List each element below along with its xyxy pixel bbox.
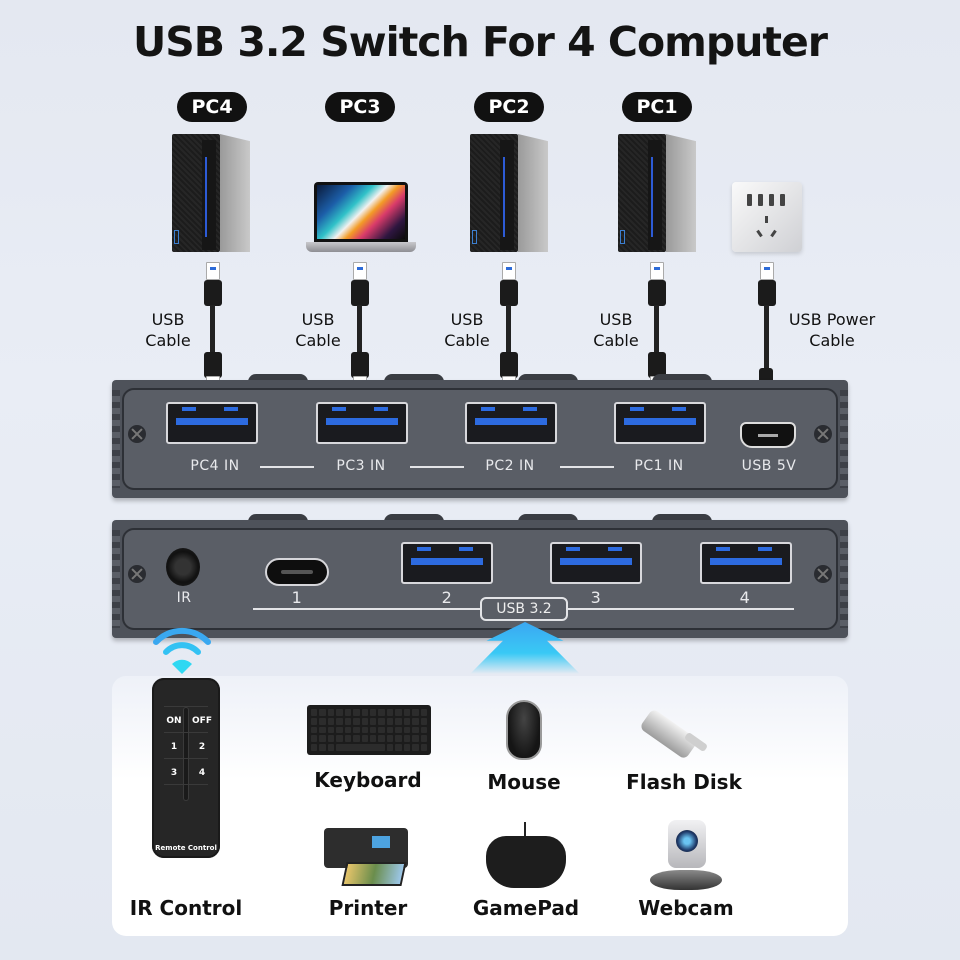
remote-4-button: 4	[198, 768, 206, 778]
wifi-signal-icon	[153, 627, 211, 674]
port-label: 2	[441, 588, 453, 607]
remote-caption: Remote Control	[155, 844, 217, 852]
desktop-tower-icon	[172, 132, 252, 254]
usb-a-port-pc1	[614, 402, 706, 444]
mouse-label: Mouse	[487, 770, 561, 794]
remote-off-button: OFF	[192, 716, 212, 726]
port-label: PC4 IN	[190, 458, 240, 474]
printer-label: Printer	[328, 896, 408, 920]
remote-on-button: ON	[166, 716, 182, 726]
keyboard-icon	[307, 705, 431, 755]
usb-a-port-pc3	[316, 402, 408, 444]
ir-receiver-jack	[166, 548, 200, 586]
remote-1-button: 1	[170, 742, 178, 752]
printer-icon	[320, 828, 416, 888]
webcam-label: Webcam	[638, 896, 734, 920]
screw-icon	[128, 425, 146, 443]
port-label: PC2 IN	[485, 458, 535, 474]
port-label: 4	[739, 588, 751, 607]
port-label: PC3 IN	[336, 458, 386, 474]
mouse-icon	[506, 700, 542, 760]
page-title: USB 3.2 Switch For 4 Computer	[132, 18, 828, 66]
screw-icon	[128, 565, 146, 583]
ir-remote-control-icon: ON OFF 1 2 3 4 Remote Control	[152, 678, 220, 858]
flash-disk-label: Flash Disk	[626, 770, 742, 794]
usb-3-2-badge: USB 3.2	[480, 597, 568, 621]
gamepad-icon	[486, 822, 566, 888]
pc3-label: PC3	[325, 92, 395, 122]
webcam-icon	[650, 820, 722, 890]
desktop-tower-icon	[470, 132, 550, 254]
remote-2-button: 2	[198, 742, 206, 752]
flash-disk-icon	[639, 698, 710, 760]
remote-3-button: 3	[170, 768, 178, 778]
micro-usb-power-port	[740, 422, 796, 448]
usb-a-port-4	[700, 542, 792, 584]
ir-control-label: IR Control	[129, 896, 243, 920]
usb-a-port-3	[550, 542, 642, 584]
keyboard-label: Keyboard	[314, 768, 422, 792]
screw-icon	[814, 565, 832, 583]
accessories-panel	[112, 676, 848, 936]
usb-c-port-1	[265, 558, 329, 586]
usb-a-port-2	[401, 542, 493, 584]
port-label: 3	[590, 588, 602, 607]
wall-socket-icon	[732, 182, 802, 252]
pc2-label: PC2	[474, 92, 544, 122]
port-label: PC1 IN	[634, 458, 684, 474]
gamepad-label: GamePad	[472, 896, 580, 920]
pc1-label: PC1	[622, 92, 692, 122]
ir-label: IR	[176, 590, 192, 606]
laptop-icon	[306, 182, 416, 254]
pc4-label: PC4	[177, 92, 247, 122]
desktop-tower-icon	[618, 132, 698, 254]
port-label: USB 5V	[741, 458, 797, 474]
usb-a-port-pc4	[166, 402, 258, 444]
port-label: 1	[291, 588, 303, 607]
usb-a-port-pc2	[465, 402, 557, 444]
screw-icon	[814, 425, 832, 443]
